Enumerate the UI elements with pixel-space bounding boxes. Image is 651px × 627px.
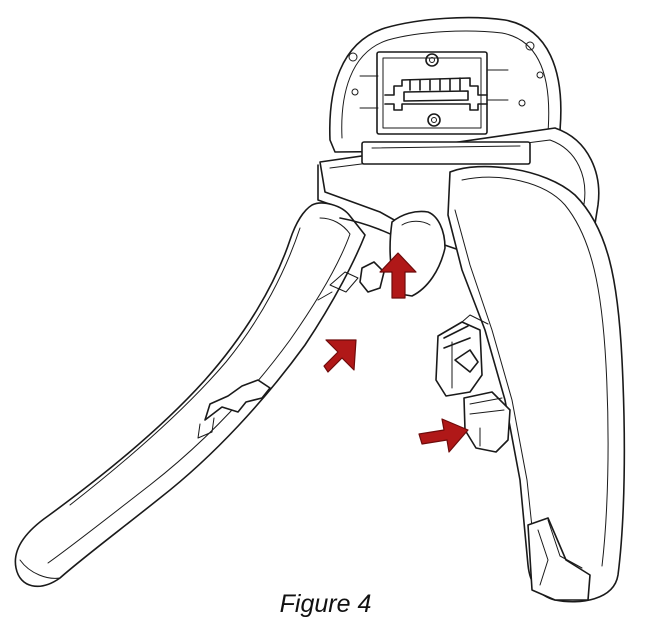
arrow-right <box>418 418 469 453</box>
fixed-handle <box>447 165 626 603</box>
arrow-diagonal <box>323 339 357 373</box>
arrow-up <box>379 252 417 299</box>
moving-handle <box>14 202 446 587</box>
arrows <box>323 252 469 453</box>
ratchet-release <box>435 314 511 453</box>
crimp-die <box>359 51 509 135</box>
figure-caption: Figure 4 <box>279 590 372 618</box>
